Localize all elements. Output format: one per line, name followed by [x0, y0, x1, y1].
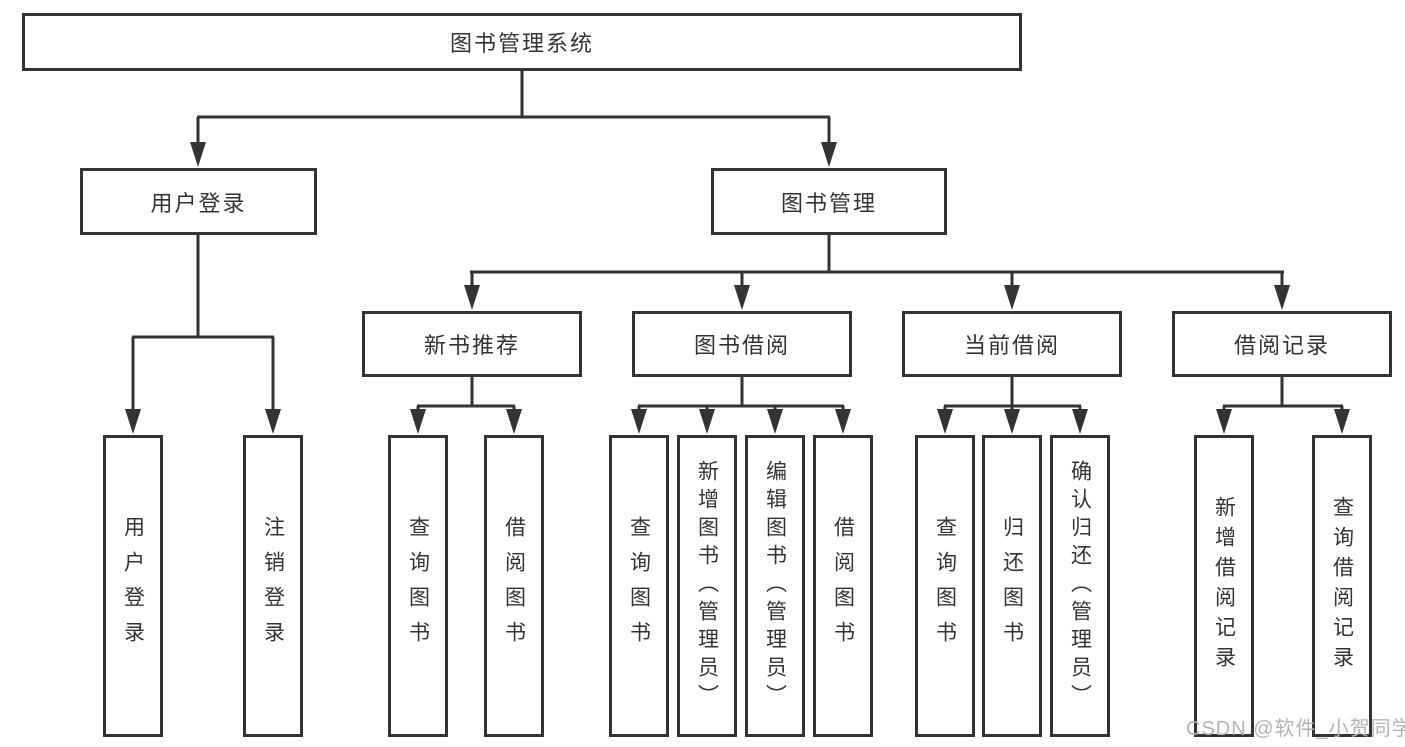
arrowheads-book-borrow-leaves — [631, 409, 851, 434]
connector-current-borrow-to-leaves — [943, 376, 1082, 412]
leaf-borrow-books-recommend: 借阅图书 — [484, 435, 544, 737]
node-new-book-recommend: 新书推荐 — [362, 311, 582, 377]
connector-new-book-recommend-to-leaves — [416, 376, 516, 412]
node-borrow-records-label: 借阅记录 — [1233, 333, 1330, 358]
node-book-borrow: 图书借阅 — [632, 311, 852, 377]
leaf-edit-book-admin: 编辑图书（管理员） — [745, 435, 805, 737]
leaf-add-book-admin-label: 新增图书（管理员） — [695, 460, 719, 712]
node-new-book-recommend-label: 新书推荐 — [423, 333, 520, 358]
leaf-confirm-return-admin: 确认归还（管理员） — [1050, 435, 1110, 737]
node-user-login-label: 用户登录 — [150, 190, 247, 216]
node-borrow-records: 借阅记录 — [1172, 311, 1392, 377]
leaf-return-book-label: 归还图书 — [1000, 516, 1024, 656]
leaf-query-borrow-record-label: 查询借阅记录 — [1330, 496, 1354, 676]
arrowheads-new-book-recommend-leaves — [410, 409, 522, 434]
leaf-query-books-borrow: 查询图书 — [609, 435, 669, 737]
leaf-add-book-admin: 新增图书（管理员） — [677, 435, 737, 737]
leaf-query-borrow-record: 查询借阅记录 — [1312, 435, 1372, 737]
leaf-borrow-books-label: 借阅图书 — [831, 516, 855, 656]
connector-root-to-level2 — [196, 71, 831, 144]
watermark-text: CSDN @软件_小贺同学 — [1186, 718, 1405, 740]
node-current-borrow: 当前借阅 — [902, 311, 1122, 377]
leaf-add-borrow-record: 新增借阅记录 — [1194, 435, 1254, 737]
arrowheads-current-borrow-leaves — [937, 409, 1088, 434]
leaf-query-books-borrow-label: 查询图书 — [627, 516, 651, 656]
node-user-login: 用户登录 — [80, 168, 317, 235]
leaf-edit-book-admin-label: 编辑图书（管理员） — [763, 460, 787, 712]
leaf-add-borrow-record-label: 新增借阅记录 — [1212, 496, 1236, 676]
leaf-user-login-label: 用户登录 — [121, 516, 145, 656]
leaf-logout-label: 注销登录 — [261, 516, 285, 656]
arrowheads-level2 — [190, 142, 837, 167]
leaf-query-books-current-label: 查询图书 — [933, 516, 957, 656]
arrowheads-level3 — [464, 285, 1290, 310]
connector-user-login-to-leaves — [131, 234, 275, 412]
leaf-query-books-recommend: 查询图书 — [388, 435, 448, 737]
leaf-query-books-recommend-label: 查询图书 — [406, 516, 430, 656]
leaf-logout: 注销登录 — [243, 435, 303, 737]
connector-borrow-records-to-leaves — [1222, 376, 1344, 412]
arrowheads-user-login-leaves — [125, 409, 281, 434]
leaf-borrow-books: 借阅图书 — [813, 435, 873, 737]
connector-book-borrow-to-leaves — [637, 376, 845, 412]
leaf-user-login: 用户登录 — [103, 435, 163, 737]
arrowheads-borrow-records-leaves — [1216, 409, 1350, 434]
node-book-borrow-label: 图书借阅 — [693, 333, 790, 358]
leaf-confirm-return-admin-label: 确认归还（管理员） — [1068, 460, 1092, 712]
node-root-label: 图书管理系统 — [449, 31, 594, 56]
node-root: 图书管理系统 — [22, 13, 1022, 71]
connector-book-management-to-level3 — [470, 234, 1284, 288]
leaf-return-book: 归还图书 — [982, 435, 1042, 737]
leaf-borrow-books-recommend-label: 借阅图书 — [502, 516, 526, 656]
leaf-query-books-current: 查询图书 — [915, 435, 975, 737]
node-current-borrow-label: 当前借阅 — [963, 333, 1060, 358]
node-book-management: 图书管理 — [711, 168, 947, 235]
node-book-management-label: 图书管理 — [780, 190, 877, 216]
